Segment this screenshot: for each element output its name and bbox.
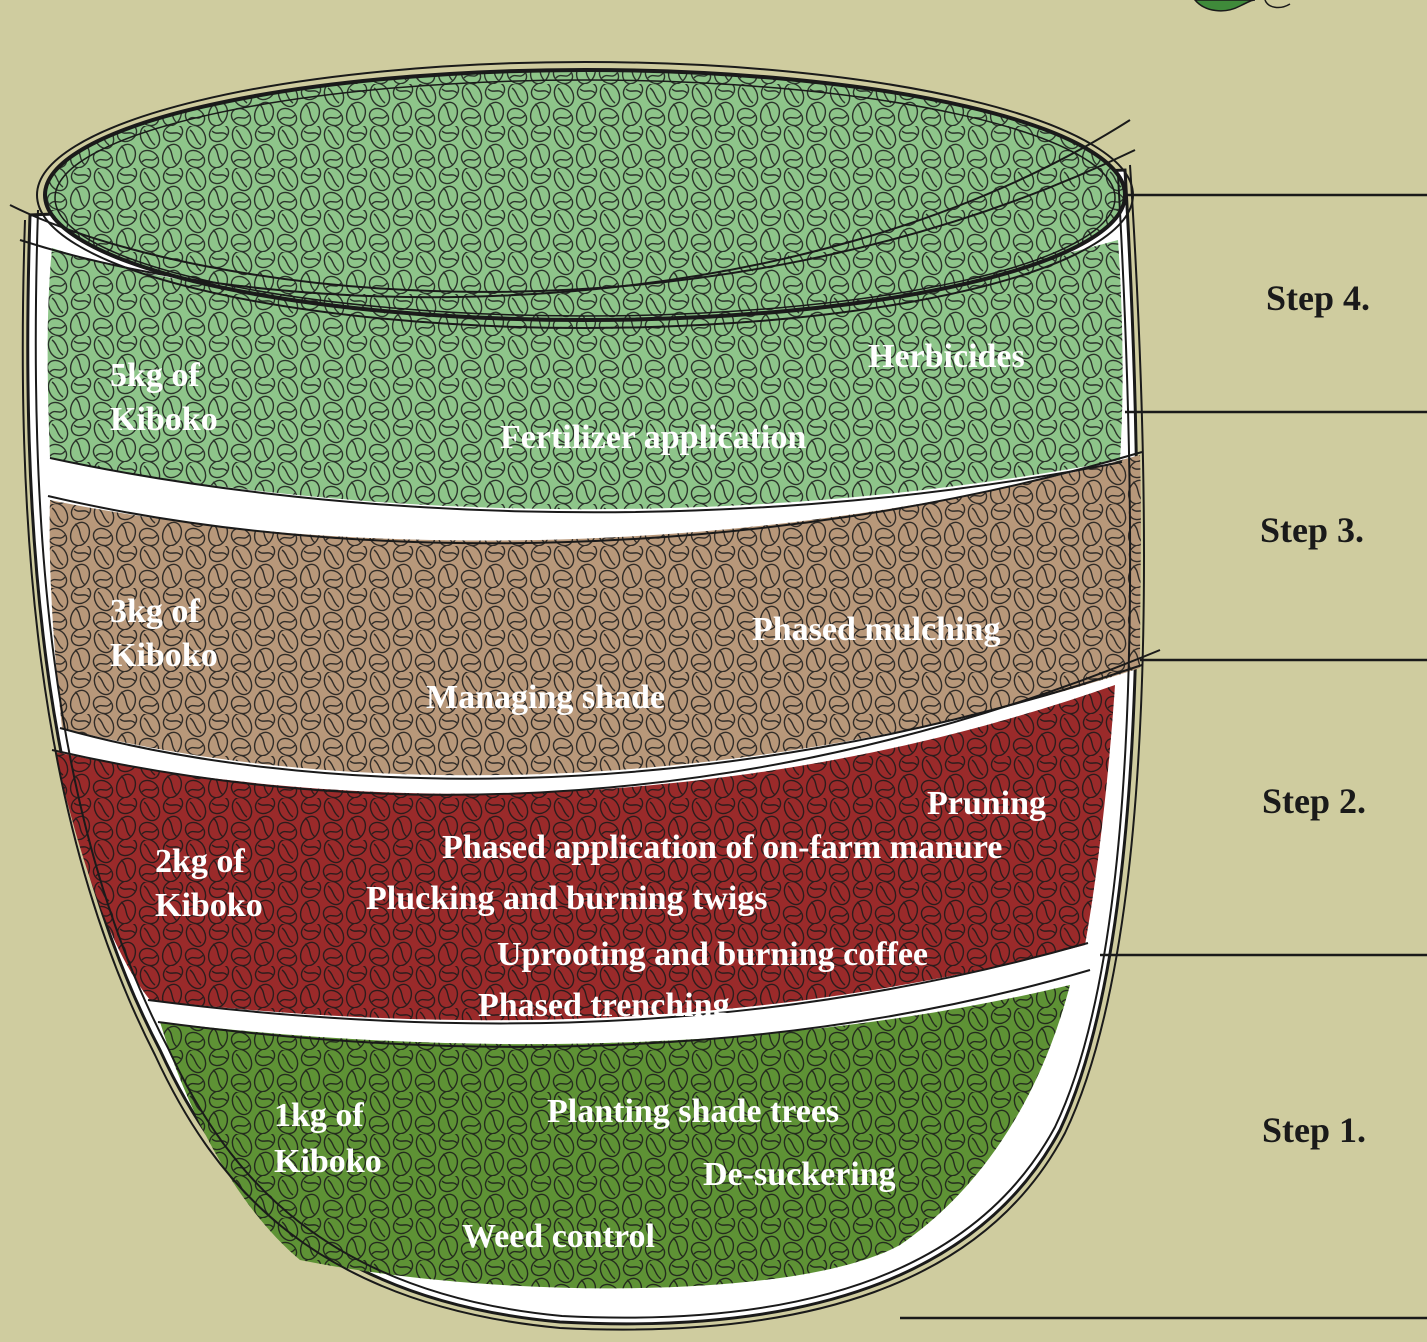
leaf-icon [1195, 0, 1290, 11]
step-1-amount-line1: 1kg of [274, 1097, 364, 1134]
step-1-label: Step 1. [1262, 1110, 1366, 1150]
practice-manure: Phased application of on-farm manure [442, 829, 1002, 866]
practice-de-suckering: De-suckering [703, 1156, 896, 1193]
practice-fertilizer-application: Fertilizer application [500, 419, 806, 456]
practice-weed-control: Weed control [462, 1218, 655, 1255]
step-2-amount-line2: Kiboko [155, 887, 263, 924]
practice-herbicides: Herbicides [868, 338, 1025, 375]
step-4-amount-line1: 5kg of [110, 357, 200, 394]
practice-phased-mulching: Phased mulching [752, 611, 1000, 648]
step-4-label: Step 4. [1266, 278, 1370, 318]
practice-pruning: Pruning [927, 785, 1046, 822]
practice-planting-shade-trees: Planting shade trees [547, 1093, 839, 1130]
practice-phased-trenching: Phased trenching [478, 987, 730, 1024]
practice-managing-shade: Managing shade [426, 679, 665, 716]
step-2-label: Step 2. [1262, 781, 1366, 821]
step-3-label: Step 3. [1260, 510, 1364, 550]
step-3-amount-line2: Kiboko [110, 637, 218, 674]
step-1-amount-line2: Kiboko [274, 1143, 382, 1180]
step-2-amount-line1: 2kg of [155, 843, 245, 880]
step-3-amount-line1: 3kg of [110, 593, 200, 630]
practice-plucking-twigs: Plucking and burning twigs [366, 880, 768, 917]
practice-uprooting-coffee: Uprooting and burning coffee [497, 936, 928, 973]
step-4-amount-line2: Kiboko [110, 401, 218, 438]
